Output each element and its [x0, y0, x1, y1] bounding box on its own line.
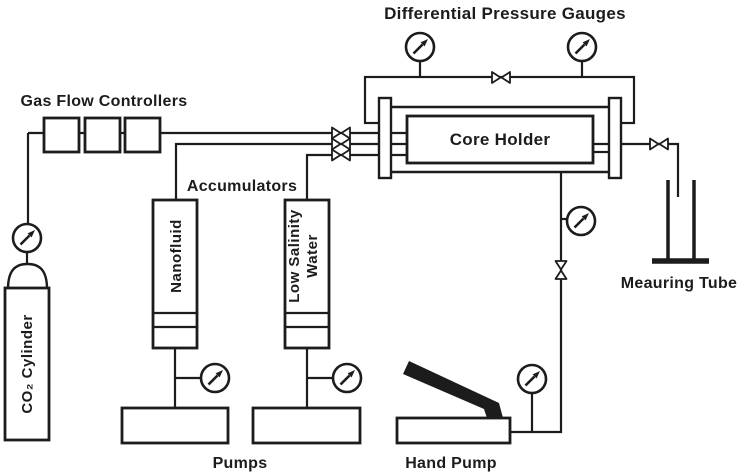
nanofluid-label: Nanofluid	[168, 219, 185, 293]
core-holder-body	[405, 114, 595, 165]
measuring-tube-label: Meauring Tube	[621, 275, 738, 292]
pump-base-left	[120, 406, 230, 445]
pressure-gauge-icon	[565, 205, 597, 237]
pressure-gauge-icon	[11, 222, 43, 254]
core-holder-left-flange	[377, 96, 393, 180]
measuring-tube	[652, 180, 709, 264]
pipe-low-salinity-line	[305, 153, 407, 200]
core-holder-right-flange	[607, 96, 623, 180]
co2-cylinder-label: CO₂ Cylinder	[19, 314, 36, 413]
cylinder-dome	[6, 262, 49, 290]
pressure-gauge-icon	[516, 363, 548, 395]
accumulator-low-salinity-water: Low Salinity Water	[283, 198, 331, 350]
valve-icon	[331, 126, 351, 140]
valve-icon	[649, 137, 669, 151]
pressure-gauge-icon	[404, 31, 436, 63]
co2-cylinder-body	[3, 286, 51, 442]
pressure-gauge-icon	[199, 362, 231, 394]
gas-flow-controller-box-1	[42, 116, 81, 154]
low-salinity-label-line2: Water	[304, 234, 321, 278]
gas-flow-controller-box-3	[123, 116, 162, 154]
hand-pump-base	[395, 416, 512, 445]
accumulators-label: Accumulators	[187, 178, 297, 195]
pipe-core-to-hand-pump	[510, 172, 563, 434]
valve-icon	[554, 260, 568, 280]
valve-icon	[331, 137, 351, 151]
low-salinity-label-line1: Low Salinity	[286, 209, 303, 303]
core-holder-label: Core Holder	[450, 130, 551, 149]
gas-flow-controllers-label: Gas Flow Controllers	[21, 93, 188, 110]
valve-icon	[331, 148, 351, 162]
diagram-title: Differential Pressure Gauges	[384, 4, 626, 23]
hand-pump-label: Hand Pump	[405, 455, 497, 472]
hand-pump-lever	[403, 361, 503, 418]
pressure-gauge-icon	[331, 362, 363, 394]
pumps-label: Pumps	[213, 455, 268, 472]
gas-flow-controller-box-2	[83, 116, 122, 154]
pressure-gauge-icon	[566, 31, 598, 63]
pipe-nanofluid-line	[174, 142, 407, 200]
pump-base-right	[251, 406, 362, 445]
accumulator-nanofluid: Nanofluid	[151, 198, 199, 350]
valve-icon	[491, 71, 511, 84]
